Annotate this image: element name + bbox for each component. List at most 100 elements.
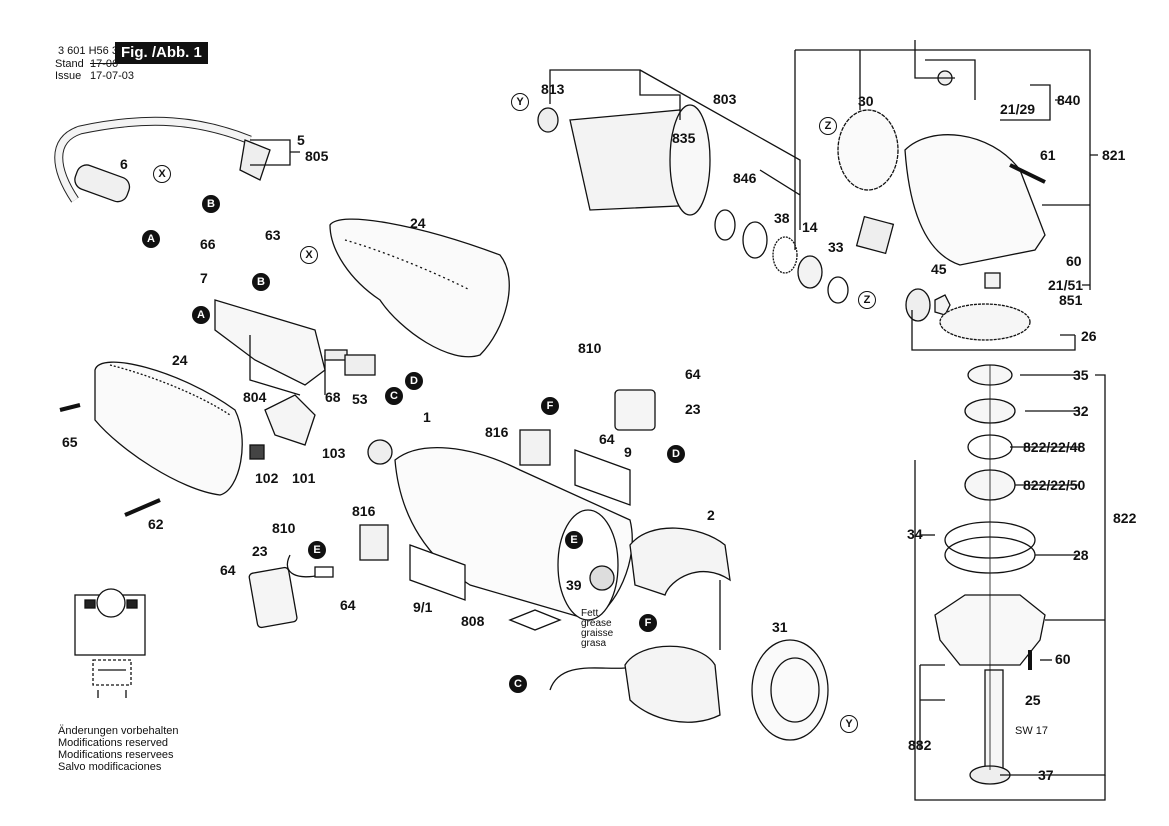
connector-y-shield: Y xyxy=(840,715,858,733)
connector-x-cord: X xyxy=(153,165,171,183)
callout-65: 65 xyxy=(62,434,78,450)
callout-23-upper: 23 xyxy=(685,401,701,417)
callout-1: 1 xyxy=(423,409,431,425)
handle-shell xyxy=(94,361,243,496)
figure-label: Fig. /Abb. 1 xyxy=(115,42,208,64)
plug xyxy=(239,139,271,181)
note-es: Salvo modificaciones xyxy=(58,761,162,773)
callout-851: 851 xyxy=(1059,292,1083,308)
callout-5: 5 xyxy=(297,132,305,148)
callout-26: 26 xyxy=(1081,328,1097,344)
bearing-33 xyxy=(827,276,849,304)
washer xyxy=(742,221,768,259)
callout-25: 25 xyxy=(1025,692,1041,708)
callout-39: 39 xyxy=(566,577,582,593)
bearing-103 xyxy=(367,439,393,465)
connector-b-cord: B xyxy=(202,195,220,213)
cord-sleeve xyxy=(74,164,131,203)
callout-53: 53 xyxy=(352,391,368,407)
nut-45 xyxy=(934,294,951,316)
callout-33: 33 xyxy=(828,239,844,255)
callout-101: 101 xyxy=(292,470,316,486)
connector-d-switch: D xyxy=(405,372,423,390)
callout-30: 30 xyxy=(858,93,874,109)
callout-102: 102 xyxy=(255,470,279,486)
connector-f-upper: F xyxy=(541,397,559,415)
callout-103: 103 xyxy=(322,445,346,461)
callout-34: 34 xyxy=(907,526,923,542)
brush-cap-upper xyxy=(614,389,656,431)
screw-65 xyxy=(59,403,81,412)
issue-date: 17-07-03 xyxy=(90,70,135,82)
callout-24-top: 24 xyxy=(410,215,426,231)
callout-808: 808 xyxy=(461,613,485,629)
callout-61: 61 xyxy=(1040,147,1056,163)
callout-804: 804 xyxy=(243,389,267,405)
lock-lever xyxy=(264,394,316,446)
connector-z-gear: Z xyxy=(819,117,837,135)
grease-note-es: grasa xyxy=(581,638,607,649)
callout-68: 68 xyxy=(325,389,341,405)
connector-c-coil: C xyxy=(509,675,527,693)
callout-840: 840 xyxy=(1057,92,1081,108)
grease-note: Fett grease graisse grasa xyxy=(581,609,613,649)
callout-31: 31 xyxy=(772,619,788,635)
callout-822-22-50: 822/22/50 xyxy=(1023,477,1086,493)
callout-64-mid: 64 xyxy=(599,431,615,447)
note-de: Änderungen vorbehalten xyxy=(58,725,179,737)
callout-803: 803 xyxy=(713,91,737,107)
callout-810-upper: 810 xyxy=(578,340,602,356)
connector-a-switch: A xyxy=(192,306,210,324)
gear-housing xyxy=(904,134,1046,266)
callout-14: 14 xyxy=(802,219,818,235)
callout-805: 805 xyxy=(305,148,329,164)
connector-f-lower: F xyxy=(639,614,657,632)
callout-64-upper: 64 xyxy=(685,366,701,382)
callout-6: 6 xyxy=(120,156,128,172)
bearing-shield xyxy=(751,639,829,741)
note-en: Modifications reserved xyxy=(58,737,169,749)
rating-plate xyxy=(855,215,895,255)
decal-808 xyxy=(508,609,562,631)
brush-holder-upper xyxy=(519,429,551,466)
spring xyxy=(249,444,265,460)
connector-y-armature: Y xyxy=(511,93,529,111)
field-coil-lower xyxy=(624,645,721,723)
callout-816-lower: 816 xyxy=(352,503,376,519)
wiring-diagram xyxy=(74,588,146,698)
callout-60-flange: 60 xyxy=(1055,651,1071,667)
grease-note-fr: graisse xyxy=(581,628,614,639)
connector-c-switch: C xyxy=(385,387,403,405)
callout-835: 835 xyxy=(672,130,696,146)
callout-64-lower: 64 xyxy=(340,597,356,613)
issue-label: Issue xyxy=(55,70,82,82)
bevel-gear-30 xyxy=(837,109,899,191)
callout-21-29: 21/29 xyxy=(1000,101,1036,117)
callout-38: 38 xyxy=(774,210,790,226)
bearing-813 xyxy=(537,107,559,133)
callout-28: 28 xyxy=(1073,547,1089,563)
callout-60-housing: 60 xyxy=(1066,253,1082,269)
stand-label: Stand xyxy=(55,58,84,70)
callout-822-22-48: 822/22/48 xyxy=(1023,439,1086,455)
part-number: 3 601 H56 302 xyxy=(58,45,131,57)
connector-e-lower: E xyxy=(308,541,326,559)
switch-assembly xyxy=(214,299,326,386)
screw-62 xyxy=(124,498,161,517)
old-date: 17-06 xyxy=(90,58,119,70)
callout-882: 882 xyxy=(908,737,932,753)
connector-a-cord: A xyxy=(142,230,160,248)
callout-23-lower: 23 xyxy=(252,543,268,559)
connector-e-housing: E xyxy=(565,531,583,549)
connector-z-bearing: Z xyxy=(858,291,876,309)
circlip xyxy=(714,209,736,241)
callout-7: 7 xyxy=(200,270,208,286)
callout-45: 45 xyxy=(931,261,947,277)
callout-63: 63 xyxy=(265,227,281,243)
callout-24-handle: 24 xyxy=(172,352,188,368)
screw-61 xyxy=(1009,163,1046,184)
note-fr: Modifications reservees xyxy=(58,749,174,761)
modifications-note: Änderungen vorbehalten Modifications res… xyxy=(58,725,178,773)
callout-35: 35 xyxy=(1073,367,1089,383)
sleeve-21-51 xyxy=(984,272,1001,289)
